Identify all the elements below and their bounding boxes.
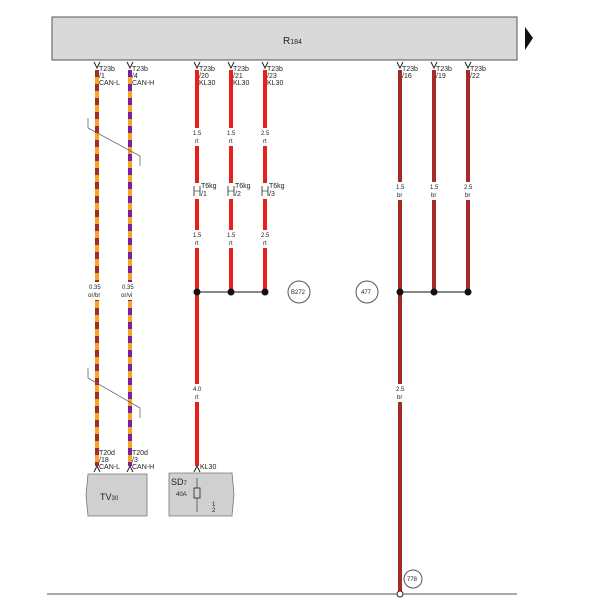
bottom-pin-labels: T20d /18 CAN-L T20d /3 CAN-H KL30 [99,450,216,471]
svg-text:CAN-H: CAN-H [132,464,154,471]
svg-text:T6kg: T6kg [269,183,285,190]
lower-wire-labels: 1.5 rt 1.5 rt 2.5 rt [192,230,271,248]
svg-text:rt: rt [195,395,199,401]
pin-num: /1 [99,73,105,80]
pin-conn: T23b [436,66,452,73]
svg-text:TV30: TV30 [100,492,119,502]
svg-text:1.5: 1.5 [227,233,236,239]
pin-num: /21 [233,73,243,80]
pin-conn: T23b [470,66,486,73]
pin-num: /16 [402,73,412,80]
svg-text:or/vi: or/vi [121,293,132,299]
component-tv30[interactable]: TV30 [85,473,148,517]
ref-778[interactable]: 778 [403,569,423,589]
svg-text:T20d: T20d [132,450,148,457]
svg-text:rt: rt [195,139,199,145]
svg-text:778: 778 [407,577,418,583]
pin-num: /4 [132,73,138,80]
svg-text:br: br [397,193,402,199]
svg-text:1: 1 [212,502,216,508]
svg-text:477: 477 [361,290,372,296]
svg-text:br: br [397,395,402,401]
svg-text:br: br [431,193,436,199]
svg-text:T20d: T20d [99,450,115,457]
splice-dot [227,288,235,296]
svg-text:rt: rt [263,241,267,247]
trunk-labels: 4.0 rt 2.5 br [192,384,406,402]
svg-text:rt: rt [195,241,199,247]
svg-text:2.5: 2.5 [261,233,270,239]
svg-text:CAN-L: CAN-L [99,464,120,471]
component-sd7[interactable]: SD7 40A 1 2 [168,472,235,517]
splice-dot [464,288,472,296]
pin-conn: T23b [267,66,283,73]
svg-text:rt: rt [229,139,233,145]
twist-bracket-top [87,118,141,166]
svg-text:0.35: 0.35 [89,285,101,291]
svg-text:4.0: 4.0 [193,387,202,393]
upper-wire-labels: 1.5 rt 1.5 rt 2.5 rt 1.5 br 1.5 br 2.5 b… [192,128,474,200]
ground-junction [396,590,404,598]
svg-text:SD7: SD7 [171,477,188,487]
svg-text:B272: B272 [291,290,306,296]
svg-text:1.5: 1.5 [193,233,202,239]
twist-bracket-bottom [87,368,141,418]
pin-conn: T23b [132,66,148,73]
svg-text:/3: /3 [269,191,275,198]
svg-text:40A: 40A [176,492,187,498]
top-pin-arrows [93,61,472,70]
header-component-box [51,16,518,61]
pin-sig: KL30 [199,80,215,87]
pin-num: /19 [436,73,446,80]
svg-text:/2: /2 [235,191,241,198]
continuation-arrow-icon [525,27,533,50]
svg-text:T6kg: T6kg [235,183,251,190]
svg-text:2.5: 2.5 [464,185,473,191]
header-component-label: R184 [283,36,302,47]
svg-text:2: 2 [212,508,216,514]
ref-477[interactable]: 477 [355,280,379,304]
pin-conn: T23b [199,66,215,73]
t6kg-connectors: T6kg /1 T6kg /2 T6kg /3 [192,183,285,199]
ref-b272[interactable]: B272 [287,280,311,304]
pin-num: /22 [470,73,480,80]
pin-conn: T23b [402,66,418,73]
splice-dot [193,288,201,296]
splice-dot [261,288,269,296]
pin-num: /23 [267,73,277,80]
svg-text:2.5: 2.5 [261,131,270,137]
pin-sig: CAN-H [132,80,154,87]
svg-text:KL30: KL30 [200,464,216,471]
splice-dot [430,288,438,296]
pin-conn: T23b [233,66,249,73]
svg-text:0.35: 0.35 [122,285,134,291]
splice-dot [396,288,404,296]
svg-text:br: br [465,193,470,199]
svg-text:rt: rt [229,241,233,247]
svg-text:1.5: 1.5 [430,185,439,191]
svg-text:/3: /3 [132,457,138,464]
svg-text:or/br: or/br [88,293,100,299]
svg-text:1.5: 1.5 [227,131,236,137]
svg-text:2.5: 2.5 [396,387,405,393]
pin-sig: KL30 [267,80,283,87]
svg-text:/1: /1 [201,191,207,198]
pin-sig: CAN-L [99,80,120,87]
can-wire-labels: 0.35 or/br 0.35 or/vi [86,282,141,300]
svg-text:1.5: 1.5 [193,131,202,137]
svg-text:rt: rt [263,139,267,145]
bottom-pin-arrows [93,464,201,473]
svg-text:1.5: 1.5 [396,185,405,191]
pin-sig: KL30 [233,80,249,87]
svg-text:T6kg: T6kg [201,183,217,190]
top-pin-labels: T23b /1 CAN-L T23b /4 CAN-H T23b /20 KL3… [99,66,486,87]
pin-num: /20 [199,73,209,80]
pin-conn: T23b [99,66,115,73]
svg-text:/18: /18 [99,457,109,464]
